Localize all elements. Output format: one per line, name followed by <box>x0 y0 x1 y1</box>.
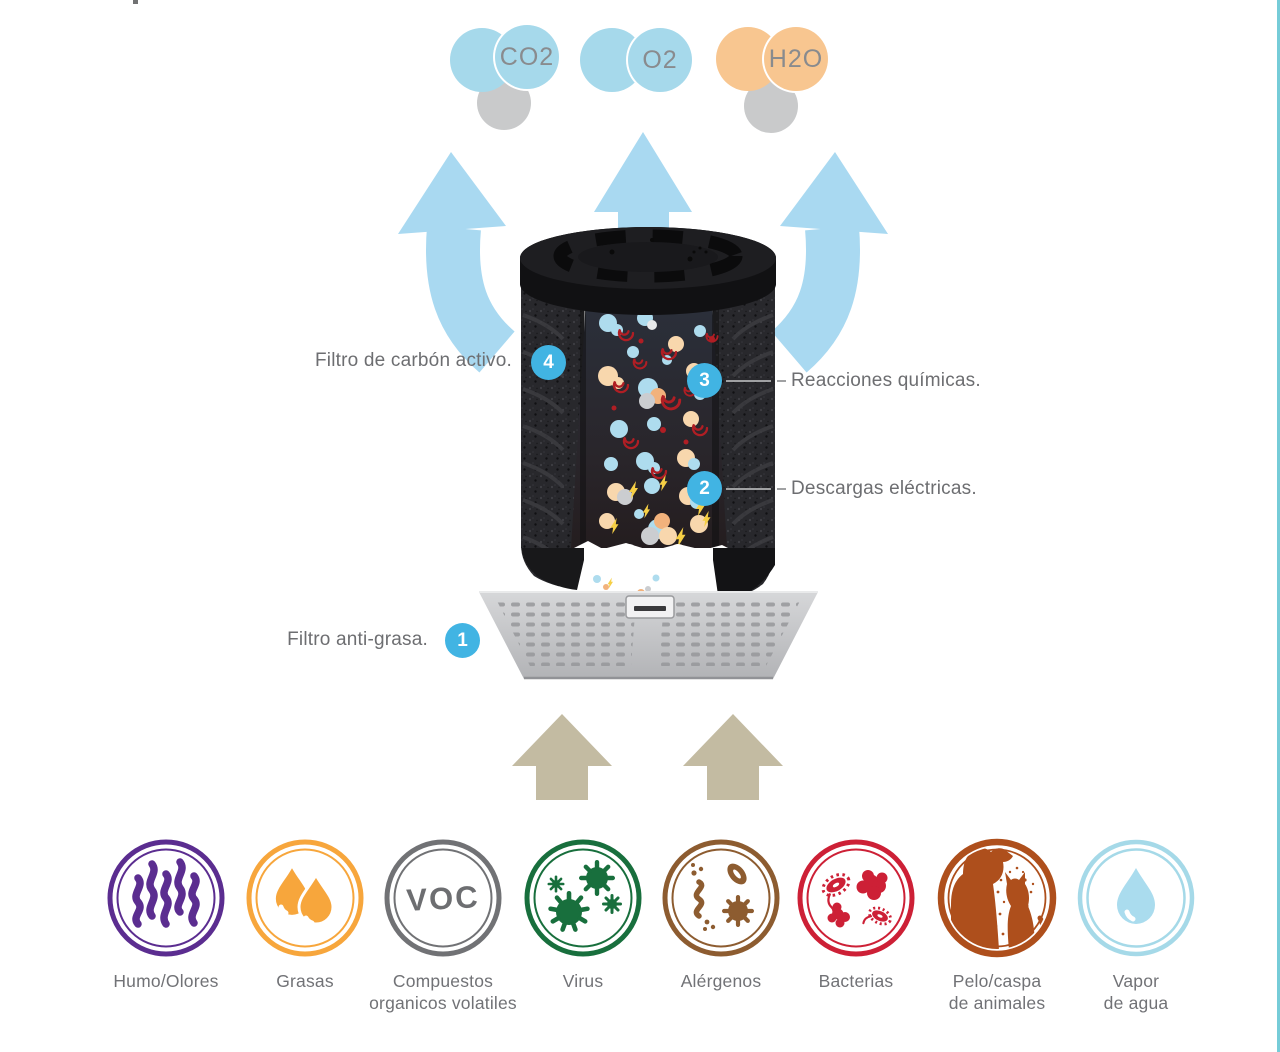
contaminant-label: Pelo/caspa de animales <box>948 971 1046 1013</box>
voc-icon: VOC <box>384 839 502 957</box>
contaminant-allergens: Alérgenos <box>646 836 796 993</box>
molecule-bubble <box>764 27 828 91</box>
electric-discharges-label: Descargas eléctricas. <box>791 478 977 499</box>
carbon-filter-label: Filtro de carbón activo. <box>315 350 512 371</box>
h2o-molecule: H2O <box>716 23 832 135</box>
arrow-up-left-icon <box>398 152 516 373</box>
outflow-arrows <box>398 132 888 373</box>
contaminant-virus: Virus <box>508 836 658 993</box>
falling-particles <box>593 574 660 605</box>
contaminant-voc: VOC Compuestos organicos volatiles <box>368 836 518 1015</box>
virus-icon <box>524 839 642 957</box>
contaminant-bacteria: Bacterias <box>781 836 931 993</box>
svg-text:VOC: VOC <box>406 879 481 918</box>
page-edge-line <box>1277 0 1280 1052</box>
callout-line <box>777 488 786 490</box>
o2-label: O2 <box>642 45 678 74</box>
panel-handle <box>625 595 675 619</box>
intake-arrows <box>512 714 783 800</box>
contaminant-label: Bacterias <box>818 971 894 991</box>
contaminant-label: Grasas <box>276 971 334 991</box>
step-badge-3: 3 <box>687 363 722 398</box>
chemical-reactions-label: Reacciones químicas. <box>791 370 981 391</box>
arrow-up-right-icon <box>770 152 888 373</box>
callout-line <box>777 380 786 382</box>
contaminant-label: Compuestos organicos volatiles <box>369 971 517 1013</box>
intake-arrow-right-icon <box>683 714 783 800</box>
co2-molecule: CO2 <box>448 24 564 132</box>
cropped-text-fragment <box>133 0 138 4</box>
contaminant-water-vapor: Vapor de agua <box>1061 836 1211 1015</box>
molecule-bubble <box>628 28 692 92</box>
intake-arrow-left-icon <box>512 714 612 800</box>
water-vapor-icon <box>1077 839 1195 957</box>
co2-label: CO2 <box>499 42 555 71</box>
molecule-bubble <box>495 25 559 89</box>
smoke-odors-icon <box>107 839 225 957</box>
contaminant-label: Virus <box>562 971 604 991</box>
cutaway-interior <box>571 299 727 548</box>
o2-molecule: O2 <box>580 26 694 94</box>
h2o-label: H2O <box>768 44 824 73</box>
pet-hair-dander-icon <box>937 838 1057 958</box>
contaminant-smoke-odors: Humo/Olores <box>91 836 241 993</box>
carbon-filter-cartridge <box>520 227 776 614</box>
bacteria-icon <box>797 839 915 957</box>
contaminant-label: Alérgenos <box>680 971 762 991</box>
callout-line <box>726 488 771 490</box>
arrow-up-icon <box>594 132 692 246</box>
step-badge-2: 2 <box>687 471 722 506</box>
allergens-icon <box>662 839 780 957</box>
contaminant-pet-hair: Pelo/caspa de animales <box>922 836 1072 1015</box>
step-badge-1: 1 <box>445 623 480 658</box>
contaminant-label: Vapor de agua <box>1103 971 1169 1013</box>
contaminant-label: Humo/Olores <box>113 971 219 991</box>
callout-line <box>726 380 771 382</box>
contaminant-grease: Grasas <box>230 836 380 993</box>
grease-filter-panel <box>479 591 818 680</box>
grease-filter-label: Filtro anti-grasa. <box>287 629 428 650</box>
cartridge-top-cap <box>520 227 776 315</box>
grease-drops-icon <box>246 839 364 957</box>
step-badge-4: 4 <box>531 345 566 380</box>
